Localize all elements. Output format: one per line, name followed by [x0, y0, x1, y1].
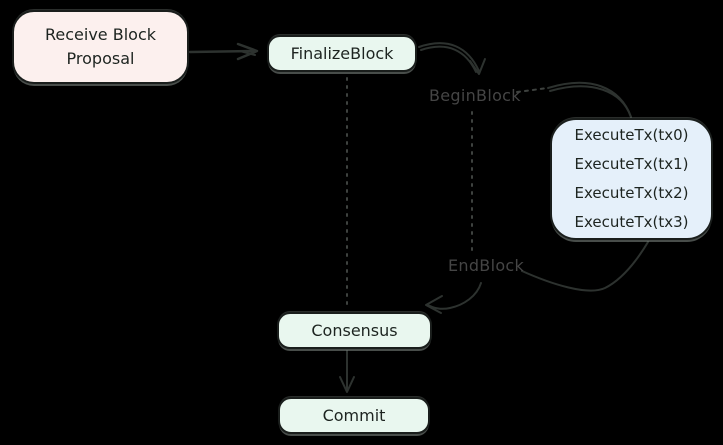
node-label-line: Receive Block: [45, 25, 156, 44]
node-label: FinalizeBlock: [290, 44, 394, 63]
node-commit: Commit: [278, 397, 430, 434]
node-execute-tx: ExecuteTx(tx0) ExecuteTx(tx1) ExecuteTx(…: [550, 118, 713, 240]
node-consensus: Consensus: [277, 312, 432, 349]
arrow-finalize-to-beginblock: [418, 42, 486, 75]
node-receive-block-proposal: Receive Block Proposal: [12, 10, 189, 84]
connector-executetx-to-endblock: [521, 241, 649, 292]
node-label: Commit: [322, 406, 386, 425]
execute-tx-line: ExecuteTx(tx3): [574, 213, 689, 231]
node-label-line: Proposal: [66, 49, 135, 68]
connector-beginblock-to-executetx: [516, 81, 632, 118]
arrow-receive-to-finalize: [188, 42, 259, 61]
execute-tx-line: ExecuteTx(tx0): [574, 126, 689, 144]
arrow-consensus-to-commit: [339, 350, 355, 393]
execute-tx-line: ExecuteTx(tx1): [574, 155, 689, 173]
arrow-endblock-to-consensus: [425, 282, 482, 314]
node-finalize-block: FinalizeBlock: [267, 35, 417, 72]
edge-label-endblock: EndBlock: [448, 256, 525, 275]
node-label: Consensus: [311, 321, 398, 340]
execute-tx-line: ExecuteTx(tx2): [574, 184, 689, 202]
edge-label-beginblock: BeginBlock: [429, 86, 521, 105]
